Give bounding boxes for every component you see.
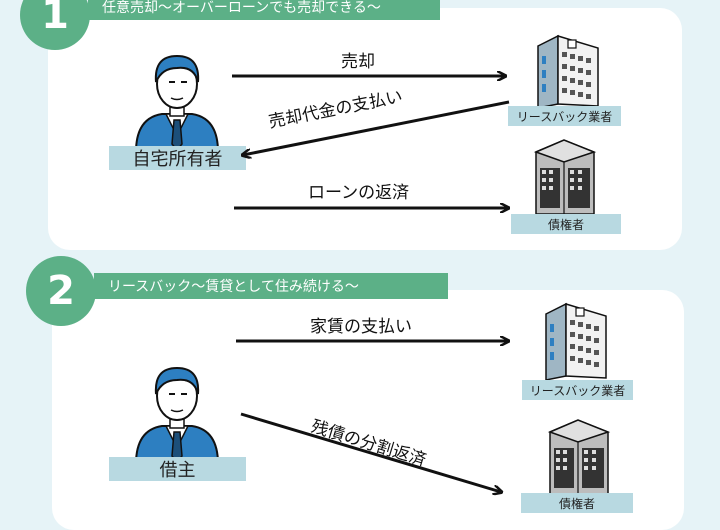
arrow-installment <box>240 412 501 492</box>
building-icon <box>547 419 611 495</box>
arrows-layer <box>232 0 720 515</box>
section1-banner: 任意売却〜オーバーローンでも売却できる〜 <box>88 0 440 20</box>
arrow-payment <box>243 100 510 155</box>
creditor-label: 債権者 <box>511 214 621 234</box>
section2-banner: リースバック〜賃貸として住み続ける〜 <box>94 273 448 299</box>
homeowner-label: 自宅所有者 <box>109 146 246 170</box>
building-icon <box>533 139 597 215</box>
person-icon <box>134 54 220 152</box>
creditor-label: 債権者 <box>521 493 633 513</box>
sell-arrow-label: 売却 <box>341 52 375 72</box>
building-icon <box>537 34 599 109</box>
section2-number-badge: 2 <box>26 256 96 326</box>
rent-arrow-label: 家賃の支払い <box>310 317 412 337</box>
leaseback-company-label: リースバック業者 <box>522 380 633 400</box>
tenant-label: 借主 <box>109 457 246 481</box>
repay-arrow-label: ローンの返済 <box>308 183 410 203</box>
person-icon <box>134 366 220 464</box>
leaseback-company-label: リースバック業者 <box>508 106 621 126</box>
building-icon <box>545 302 607 381</box>
